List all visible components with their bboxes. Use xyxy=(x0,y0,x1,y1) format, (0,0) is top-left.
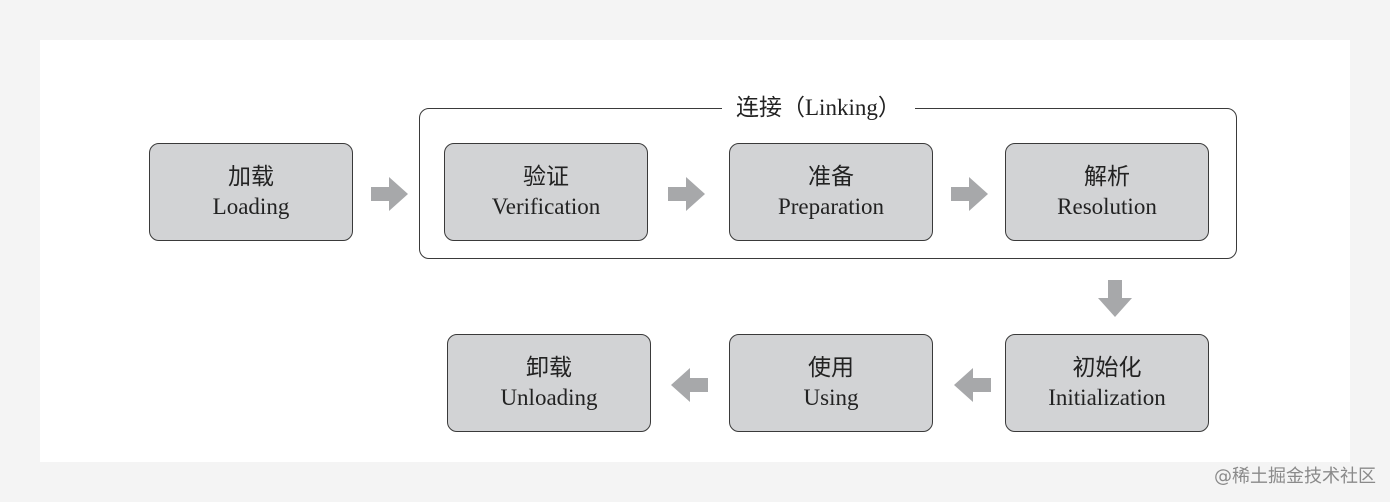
linking-title-en: Linking xyxy=(805,95,878,120)
node-unloading: 卸载 Unloading xyxy=(447,334,651,432)
node-loading-zh: 加载 xyxy=(228,164,274,190)
node-verification-en: Verification xyxy=(491,194,601,219)
node-unloading-zh: 卸载 xyxy=(526,355,572,381)
node-verification: 验证 Verification xyxy=(444,143,648,241)
node-resolution-zh: 解析 xyxy=(1084,164,1130,190)
node-resolution-en: Resolution xyxy=(1057,194,1157,219)
node-using: 使用 Using xyxy=(729,334,933,432)
node-initialization-en: Initialization xyxy=(1048,385,1166,410)
linking-group-title: 连接（Linking） xyxy=(722,92,915,124)
linking-title-open-paren: （ xyxy=(782,95,805,121)
linking-title-close-paren: ） xyxy=(877,95,901,121)
arrow-using-to-unloading xyxy=(671,368,708,402)
node-unloading-en: Unloading xyxy=(500,385,598,410)
arrow-preparation-to-resolution xyxy=(951,177,988,211)
node-using-en: Using xyxy=(803,385,859,410)
arrow-loading-to-verification xyxy=(371,177,408,211)
watermark-text: @稀土掘金技术社区 xyxy=(1214,466,1376,487)
node-verification-zh: 验证 xyxy=(523,164,569,190)
node-preparation-en: Preparation xyxy=(777,194,884,219)
node-initialization: 初始化 Initialization xyxy=(1005,334,1209,432)
node-using-zh: 使用 xyxy=(808,355,854,381)
arrow-verification-to-preparation xyxy=(668,177,705,211)
arrow-initialization-to-using xyxy=(954,368,991,402)
node-initialization-zh: 初始化 xyxy=(1072,355,1142,381)
node-loading-en: Loading xyxy=(212,194,290,219)
arrow-resolution-to-initialization xyxy=(1098,280,1132,317)
node-resolution: 解析 Resolution xyxy=(1005,143,1209,241)
node-preparation: 准备 Preparation xyxy=(729,143,933,241)
linking-title-zh: 连接 xyxy=(736,95,782,121)
node-loading: 加载 Loading xyxy=(149,143,353,241)
node-preparation-zh: 准备 xyxy=(808,164,854,190)
